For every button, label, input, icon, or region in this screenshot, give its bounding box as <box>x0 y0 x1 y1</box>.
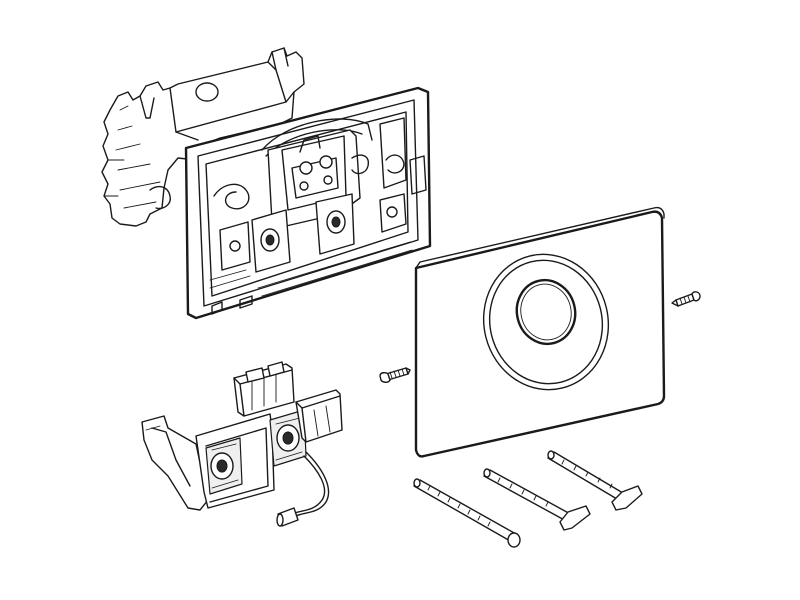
actuator-frame <box>184 86 432 320</box>
valve-unit-with-cable <box>141 361 343 527</box>
cover-plate-with-round-button <box>414 206 666 458</box>
mounting-bracket <box>101 47 305 227</box>
extension-rod-2 <box>483 468 591 531</box>
extension-rod-3 <box>547 450 643 511</box>
fixing-screw-right <box>671 291 701 307</box>
extension-rod-1 <box>413 478 521 548</box>
fixing-screw-left <box>379 367 411 383</box>
